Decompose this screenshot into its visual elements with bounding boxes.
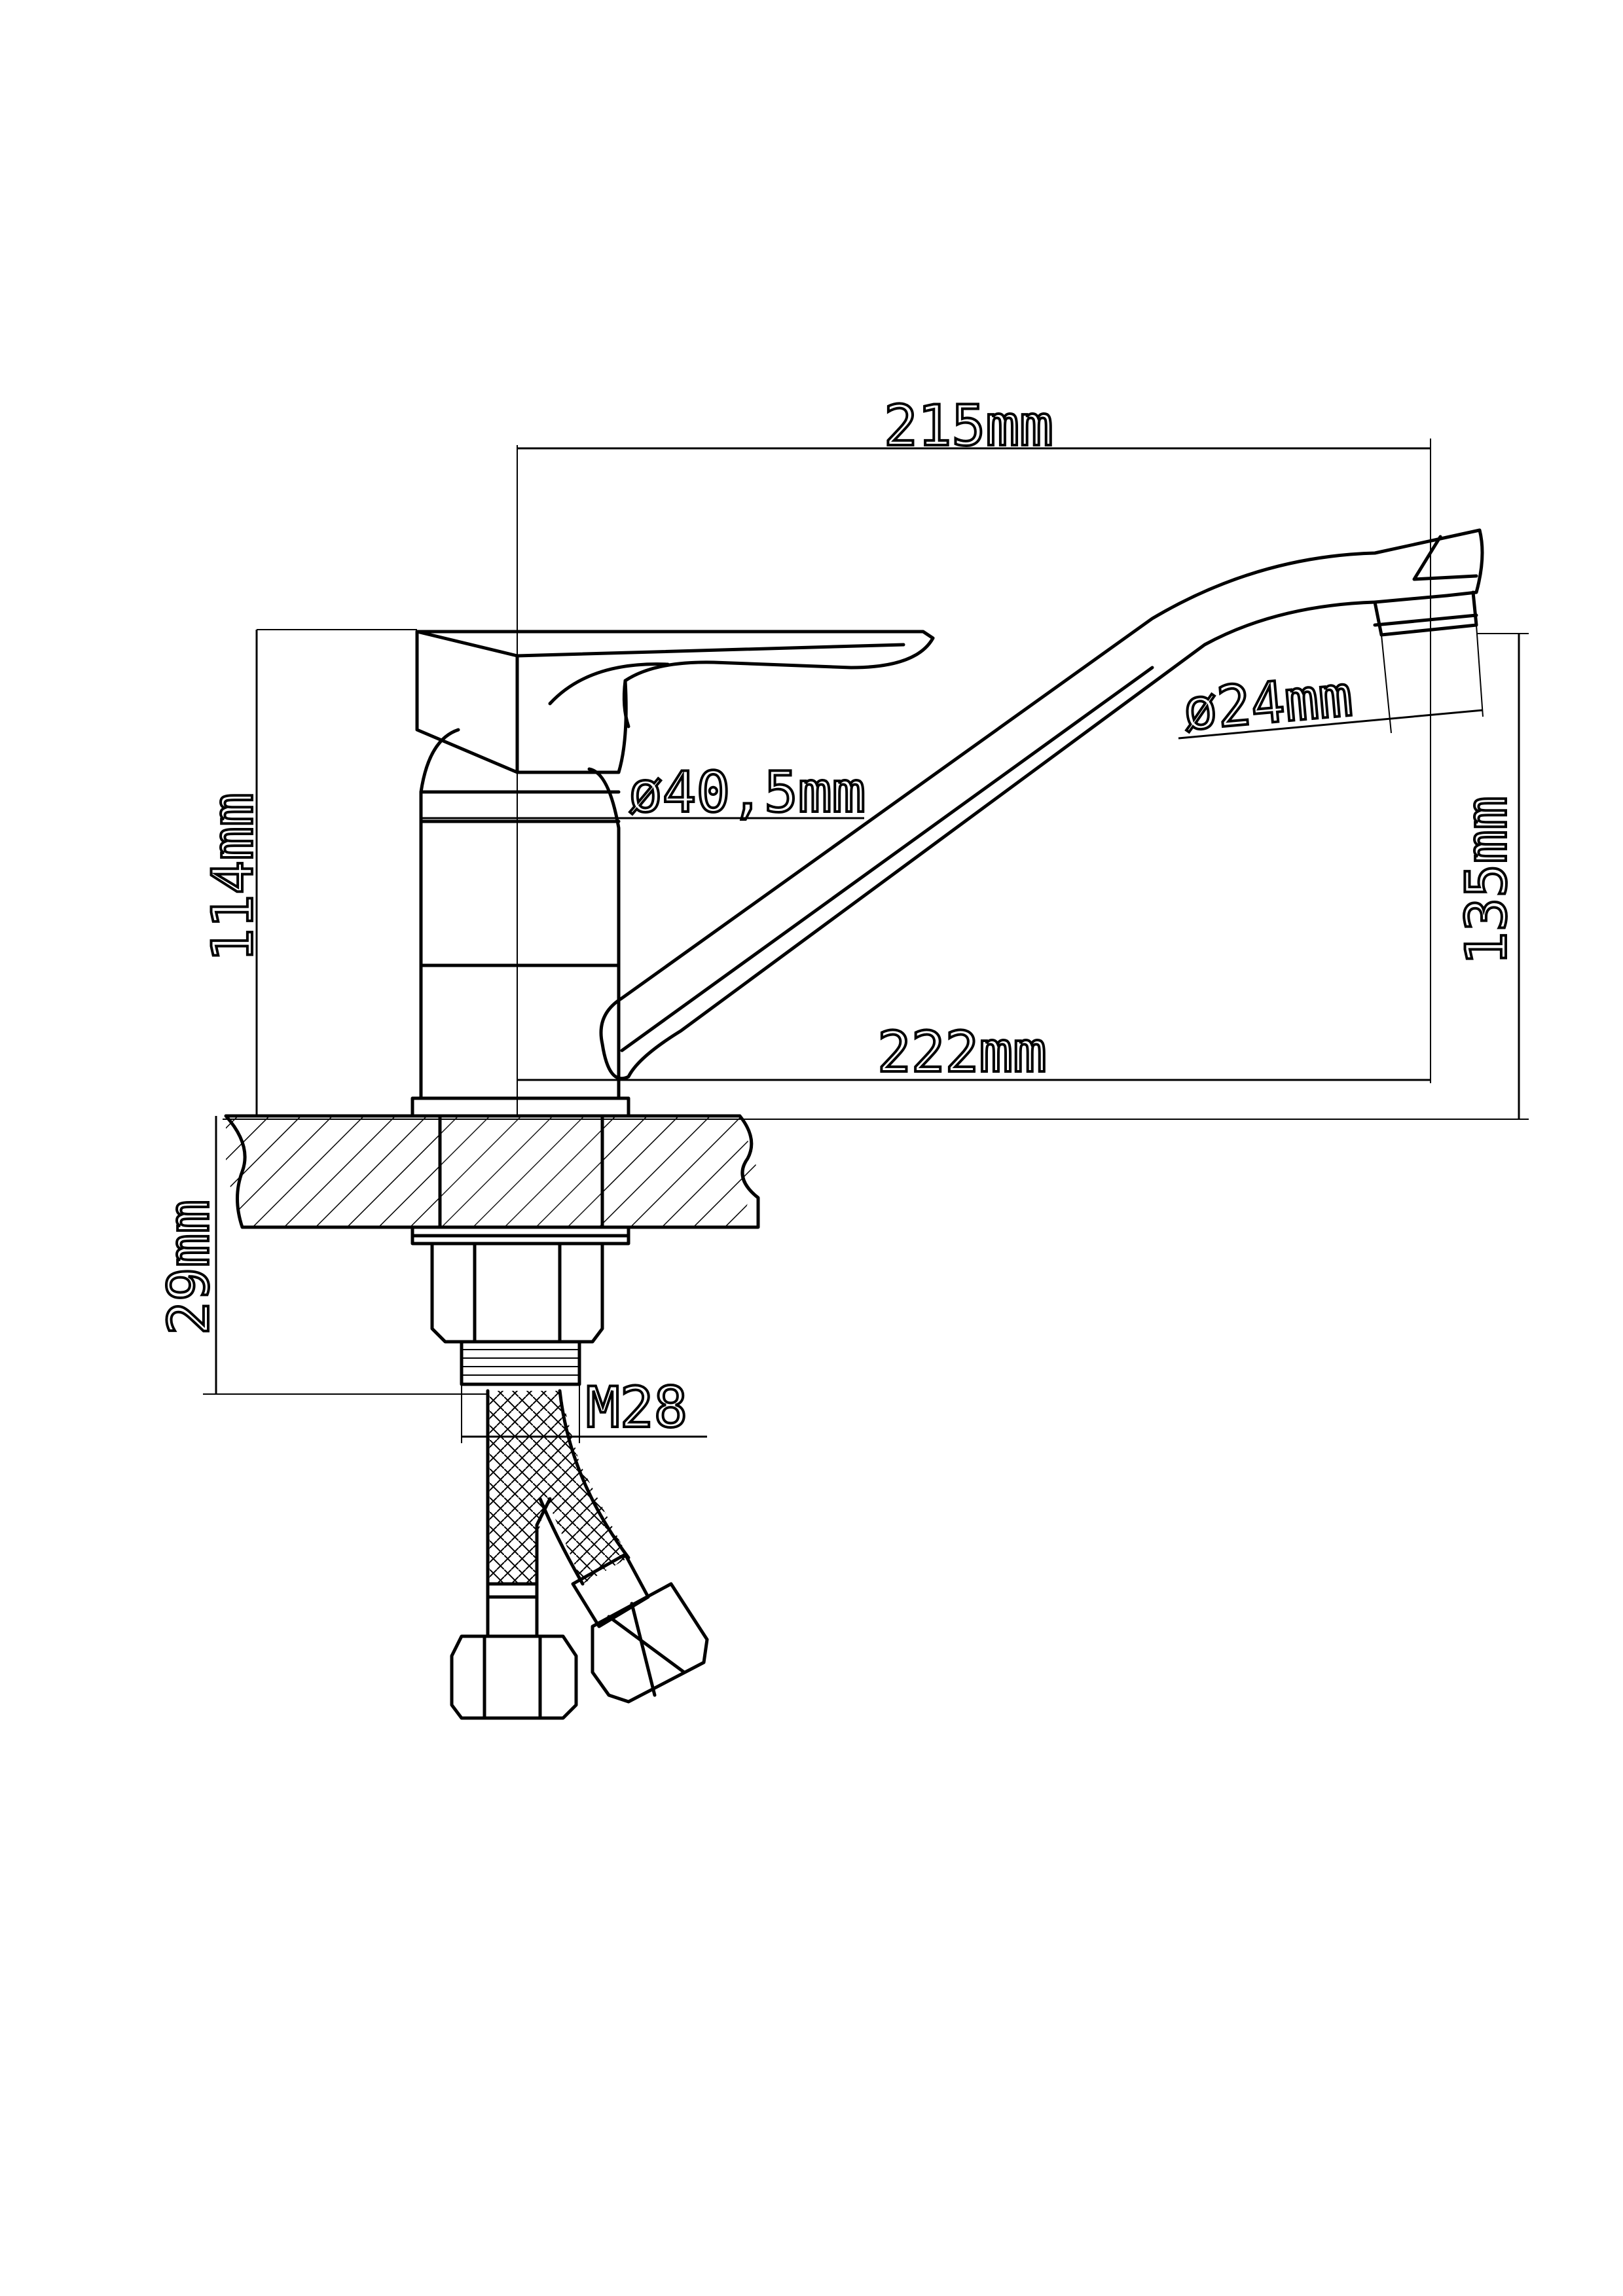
dimension-lines xyxy=(203,439,1529,1443)
dim-thread-size: M28 xyxy=(586,1375,687,1441)
dim-aerator-diameter: ø24mm xyxy=(1180,664,1355,744)
dim-overall-width: 215mm xyxy=(884,393,1053,459)
faucet-body xyxy=(410,445,630,1118)
dim-handle-height: 114mm xyxy=(200,793,266,962)
flex-hoses xyxy=(450,1389,709,1720)
dim-spout-height: 135mm xyxy=(1454,796,1520,965)
lever-handle xyxy=(415,630,935,774)
dim-spout-reach: 222mm xyxy=(877,1020,1047,1085)
mounting-hardware xyxy=(410,1225,630,1386)
countertop-section xyxy=(224,1114,760,1229)
spout xyxy=(599,528,1484,1081)
dim-below-counter-depth: 29mm xyxy=(156,1200,222,1335)
dim-body-diameter: ø40,5mm xyxy=(629,760,866,825)
